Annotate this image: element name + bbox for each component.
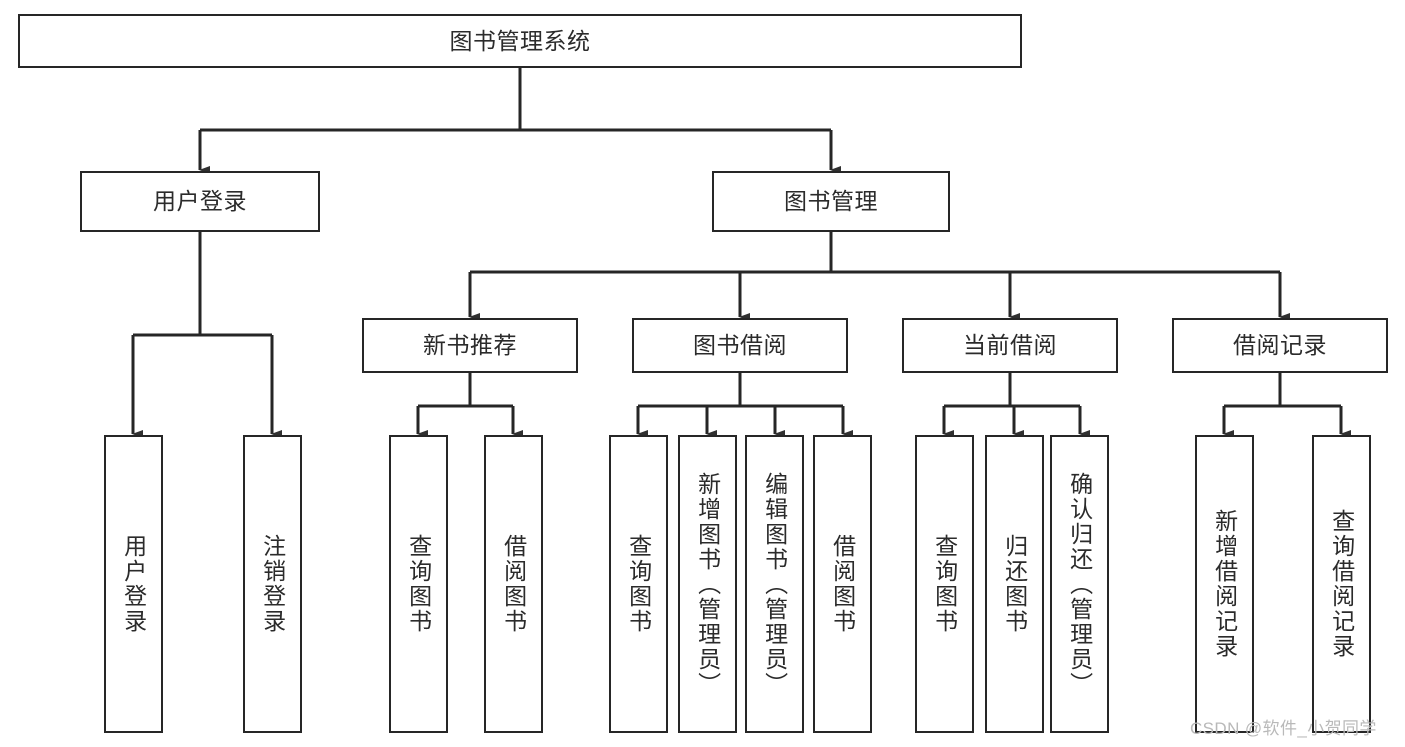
node-label-current-borrow: 当前借阅 [963,332,1057,359]
node-label-book-borrow: 图书借阅 [693,332,787,359]
node-leaf-query-3[interactable]: 查询图书 [915,435,974,733]
node-label-leaf-logout: 注销登录 [259,534,286,634]
node-label-leaf-confirm: 确认归还（管理员） [1066,471,1093,697]
node-label-leaf-add-rec: 新增借阅记录 [1211,509,1238,659]
node-leaf-logout[interactable]: 注销登录 [243,435,302,733]
node-leaf-add-rec[interactable]: 新增借阅记录 [1195,435,1254,733]
node-label-leaf-return: 归还图书 [1001,534,1028,634]
node-leaf-query-2[interactable]: 查询图书 [609,435,668,733]
node-root[interactable]: 图书管理系统 [18,14,1022,68]
node-borrow-record[interactable]: 借阅记录 [1172,318,1388,373]
node-label-leaf-borrow-1: 借阅图书 [500,534,527,634]
node-label-leaf-query-3: 查询图书 [931,534,958,634]
node-current-borrow[interactable]: 当前借阅 [902,318,1118,373]
node-leaf-borrow-1[interactable]: 借阅图书 [484,435,543,733]
node-label-user-login: 用户登录 [153,188,247,215]
node-label-leaf-user-login: 用户登录 [120,534,147,634]
node-label-leaf-query-rec: 查询借阅记录 [1328,509,1355,659]
node-leaf-query-1[interactable]: 查询图书 [389,435,448,733]
node-label-leaf-query-2: 查询图书 [625,534,652,634]
node-leaf-confirm[interactable]: 确认归还（管理员） [1050,435,1109,733]
node-leaf-return[interactable]: 归还图书 [985,435,1044,733]
node-leaf-user-login[interactable]: 用户登录 [104,435,163,733]
node-book-manage[interactable]: 图书管理 [712,171,950,232]
node-label-leaf-query-1: 查询图书 [405,534,432,634]
csdn-watermark: CSDN @软件_小贺同学 [1190,719,1377,738]
node-label-book-manage: 图书管理 [784,188,878,215]
node-label-leaf-borrow-2: 借阅图书 [829,534,856,634]
node-leaf-query-rec[interactable]: 查询借阅记录 [1312,435,1371,733]
node-user-login[interactable]: 用户登录 [80,171,320,232]
node-label-borrow-record: 借阅记录 [1233,332,1327,359]
node-book-borrow[interactable]: 图书借阅 [632,318,848,373]
edge-layer [131,68,1351,438]
node-label-leaf-add-book: 新增图书（管理员） [694,471,721,697]
node-leaf-borrow-2[interactable]: 借阅图书 [813,435,872,733]
node-label-leaf-edit-book: 编辑图书（管理员） [761,471,788,697]
node-leaf-edit-book[interactable]: 编辑图书（管理员） [745,435,804,733]
node-label-new-book-rec: 新书推荐 [423,332,517,359]
node-new-book-rec[interactable]: 新书推荐 [362,318,578,373]
node-leaf-add-book[interactable]: 新增图书（管理员） [678,435,737,733]
node-label-root: 图书管理系统 [449,27,591,54]
